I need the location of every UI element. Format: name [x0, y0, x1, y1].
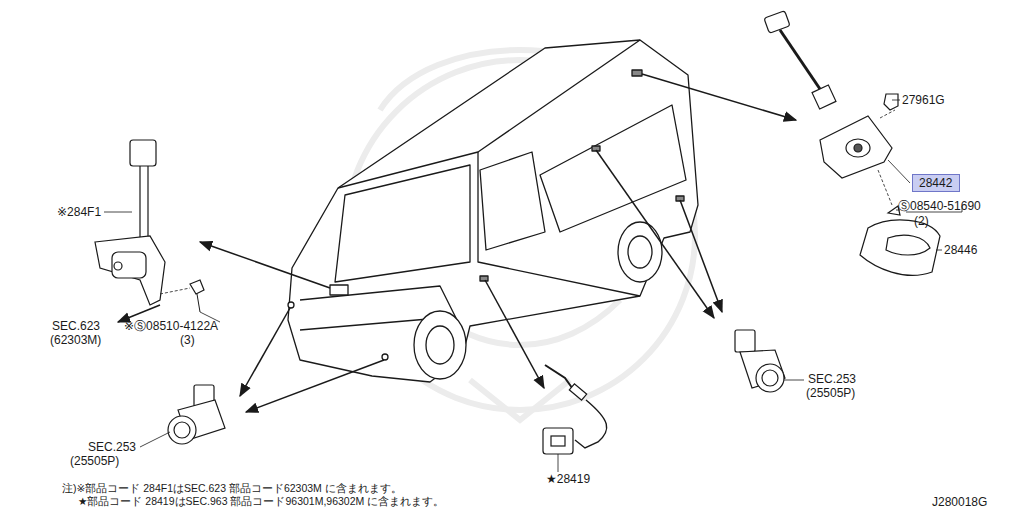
- illustration-part: [888, 160, 910, 183]
- illustration-part: [174, 422, 190, 438]
- section-ref: (25505P): [70, 454, 119, 468]
- illustration-part: [812, 85, 836, 109]
- illustration-part: [880, 110, 895, 118]
- illustration-part: [190, 280, 204, 294]
- footnote: 注)※部品コード 284F1はSEC.623 部品コード62303M に含まれま…: [62, 482, 402, 495]
- part-number: 28442: [919, 176, 953, 190]
- section-ref: (25505P): [806, 386, 855, 400]
- illustration-part: [892, 100, 900, 101]
- van: [288, 40, 698, 382]
- illustration-part: [886, 235, 930, 255]
- illustration-part: [780, 30, 822, 92]
- illustration-part: [735, 330, 755, 352]
- illustration-part: [642, 74, 796, 120]
- part-number: ※284F1: [57, 205, 101, 219]
- illustration-part: [820, 116, 892, 178]
- illustration-part: [140, 166, 148, 240]
- section-ref: (62303M): [50, 333, 101, 347]
- sonar-sensor: [168, 330, 785, 444]
- part-number: ★28419: [546, 472, 590, 486]
- illustration-part: [480, 276, 488, 281]
- illustration-part: [485, 280, 544, 388]
- illustration-part: [197, 294, 200, 312]
- illustration-part: [104, 212, 132, 213]
- pointer-arrows: [118, 74, 796, 412]
- illustration-part: [884, 94, 898, 110]
- leader-lines: [878, 100, 962, 250]
- illustration-part: [551, 436, 565, 446]
- illustration-part: [936, 250, 942, 251]
- leader-lines: [140, 380, 804, 447]
- illustration-part: [628, 236, 652, 268]
- illustration-part: [160, 288, 190, 294]
- quantity: (2): [914, 214, 929, 228]
- part-number: 28446: [944, 243, 977, 257]
- illustration-part: [112, 252, 146, 278]
- illustration-part: [569, 384, 586, 400]
- section-ref: SEC.253: [88, 440, 136, 454]
- part-number: 27961G: [902, 93, 945, 107]
- illustration-part: [543, 428, 573, 454]
- side-camera-part: [95, 140, 204, 312]
- illustration-part: [414, 311, 466, 379]
- illustration-part: [114, 262, 122, 270]
- illustration-part: [382, 354, 388, 360]
- illustration-part: [130, 140, 156, 166]
- footnote: ★部品コード 28419はSEC.963 部品コード96301M,96302M …: [78, 495, 444, 508]
- illustration-part: [240, 308, 290, 396]
- illustration-part: [762, 370, 778, 386]
- illustration-part: [632, 70, 642, 76]
- illustration-part: [246, 360, 384, 412]
- illustration-part: [846, 139, 870, 157]
- diagram-code: J280018G: [932, 495, 987, 509]
- illustration-part: [330, 285, 348, 295]
- highlighted-part-number: 28442: [912, 174, 960, 192]
- camera-part: [764, 11, 940, 276]
- section-ref: SEC.253: [808, 372, 856, 386]
- illustration-part: [335, 165, 470, 282]
- illustration-part: [575, 400, 607, 448]
- illustration-part: [200, 242, 330, 288]
- illustration-part: [860, 220, 940, 275]
- illustration-part: [140, 432, 170, 447]
- illustration-part: [470, 380, 570, 420]
- illustration-part: [288, 302, 294, 308]
- illustration-part: [596, 150, 714, 318]
- leader-lines: [104, 212, 220, 322]
- illustration-part: [764, 11, 790, 34]
- illustration-part: [480, 152, 545, 250]
- illustration-part: [95, 236, 165, 305]
- part-number: Ⓢ08540-51690: [898, 199, 981, 213]
- illustration-part: [558, 454, 559, 472]
- illustration-part: [878, 170, 892, 205]
- illustration-part: [854, 144, 862, 152]
- illustration-part: [618, 222, 662, 282]
- illustration-part: [784, 380, 804, 381]
- part-number: ※Ⓢ08510-4122A: [124, 319, 218, 333]
- section-ref: SEC.623: [52, 319, 100, 333]
- illustration-part: [540, 105, 686, 232]
- quantity: (3): [180, 333, 195, 347]
- illustration-part: [288, 40, 698, 382]
- illustration-part: [426, 326, 454, 364]
- illustration-part: [680, 200, 722, 312]
- antenna-part: [543, 365, 607, 472]
- illustration-part: [168, 416, 196, 444]
- illustration-part: [756, 364, 784, 392]
